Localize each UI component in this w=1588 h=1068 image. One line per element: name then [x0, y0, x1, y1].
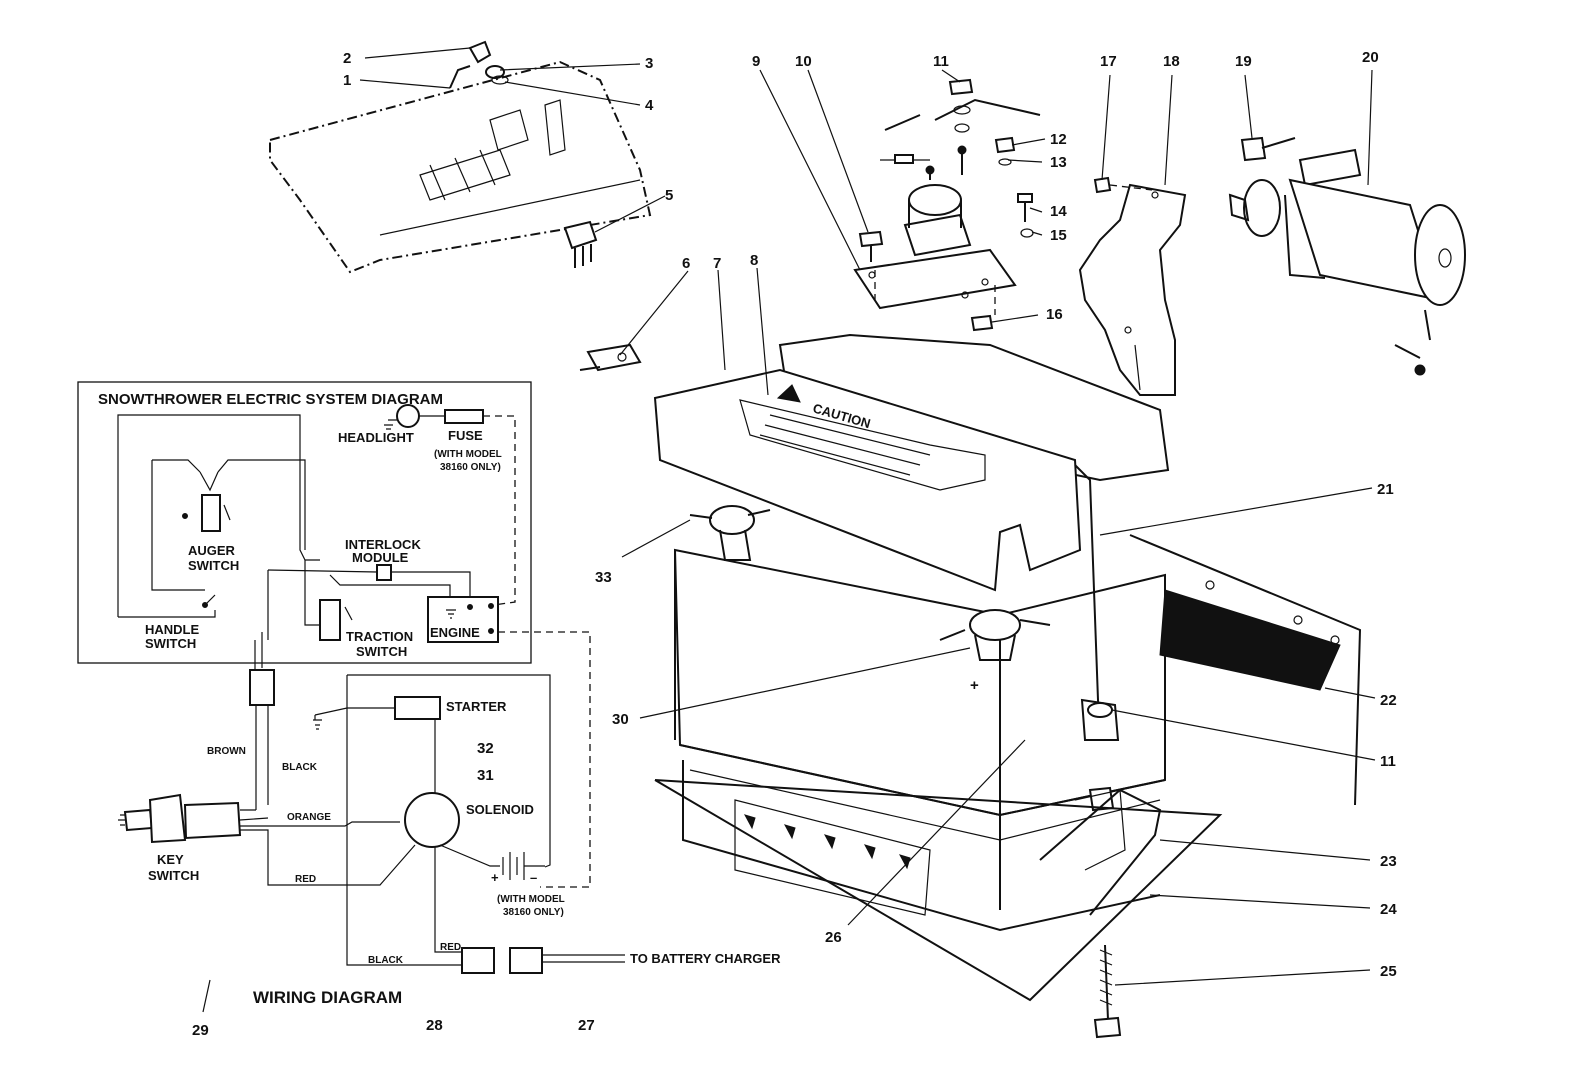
key-switch-label-2: SWITCH	[148, 868, 199, 883]
callout-15: 15	[1050, 227, 1067, 244]
callout-20: 20	[1362, 49, 1379, 66]
wire-orange-label: ORANGE	[287, 812, 331, 823]
wire-red-label-1: RED	[295, 874, 316, 885]
batt-plus-label: +	[491, 870, 499, 885]
system-diagram-title: SNOWTHROWER ELECTRIC SYSTEM DIAGRAM	[98, 391, 443, 408]
callout-23: 23	[1380, 853, 1397, 870]
handle-switch-label-2: SWITCH	[145, 636, 196, 651]
callout-28: 28	[426, 1017, 443, 1034]
batt-minus-label: –	[530, 870, 537, 885]
leader-lines	[359, 47, 1376, 986]
battery: +	[673, 464, 1166, 932]
starter-motor	[1228, 136, 1466, 376]
battery-cover: CAUTION	[653, 333, 1170, 592]
callout-32: 32	[477, 740, 494, 757]
fuse-model-note-1: (WITH MODEL	[434, 449, 502, 460]
callout-13: 13	[1050, 154, 1067, 171]
callout-6: 6	[682, 255, 690, 272]
wiring-diagram: KEY SWITCH BROWN BLACK ORANGE RED STARTE…	[118, 674, 781, 1013]
callout-33: 33	[595, 569, 612, 586]
solenoid-assembly	[853, 78, 1041, 332]
callout-2: 2	[343, 50, 351, 67]
key-switch-label-1: KEY	[157, 852, 184, 867]
callout-3: 3	[645, 55, 653, 72]
callout-22: 22	[1380, 692, 1397, 709]
handle-switch-label-1: HANDLE	[145, 622, 199, 637]
callout-8: 8	[750, 252, 758, 269]
callout-numbers: 2 1 3 4 5 6 7 8 9 10 11 12 13 14 15 16 1…	[192, 49, 1397, 1039]
clip-part	[579, 343, 642, 372]
callout-14: 14	[1050, 203, 1067, 220]
interlock-label-1: INTERLOCK	[345, 537, 421, 552]
callout-11-bottom: 11	[1380, 753, 1396, 770]
callout-1: 1	[343, 72, 351, 89]
callout-12: 12	[1050, 131, 1067, 148]
back-plate	[1129, 534, 1362, 806]
engine-label: ENGINE	[430, 625, 480, 640]
starter-label: STARTER	[446, 699, 507, 714]
mounting-bracket	[1078, 176, 1187, 396]
wiring-diagram-title: WIRING DIAGRAM	[253, 988, 402, 1007]
callout-18: 18	[1163, 53, 1180, 70]
solenoid-label: SOLENOID	[466, 802, 534, 817]
callout-27: 27	[578, 1017, 595, 1034]
callout-30: 30	[612, 711, 629, 728]
callout-10: 10	[795, 53, 812, 70]
callout-11-top: 11	[933, 53, 949, 70]
callout-17: 17	[1100, 53, 1117, 70]
callout-7: 7	[713, 255, 721, 272]
callout-19: 19	[1235, 53, 1252, 70]
callout-26: 26	[825, 929, 842, 946]
wiring-model-note-1: (WITH MODEL	[497, 894, 565, 905]
wire-red-label-2: RED	[440, 942, 461, 953]
callout-24: 24	[1380, 901, 1397, 918]
callout-25: 25	[1380, 963, 1397, 980]
fuse-model-note-2: 38160 ONLY)	[440, 462, 501, 473]
traction-switch-label-2: SWITCH	[356, 644, 407, 659]
battery-tray	[654, 779, 1223, 1039]
to-battery-charger-label: TO BATTERY CHARGER	[630, 951, 781, 966]
headlight-label: HEADLIGHT	[338, 430, 414, 445]
callout-9: 9	[752, 53, 760, 70]
electric-system-diagram: SNOWTHROWER ELECTRIC SYSTEM DIAGRAM HEAD…	[77, 381, 591, 888]
traction-switch-label-1: TRACTION	[346, 629, 413, 644]
callout-4: 4	[645, 97, 654, 114]
wire-brown-label: BROWN	[207, 746, 246, 757]
auger-switch-label-2: SWITCH	[188, 558, 239, 573]
callout-31: 31	[477, 767, 494, 784]
wire-black-label-2: BLACK	[368, 955, 404, 966]
dash-panel	[269, 40, 652, 274]
battery-plus-sign: +	[970, 677, 979, 694]
callout-29: 29	[192, 1022, 209, 1039]
interlock-label-2: MODULE	[352, 550, 409, 565]
auger-switch-label-1: AUGER	[188, 543, 236, 558]
callout-5: 5	[665, 187, 673, 204]
wiring-model-note-2: 38160 ONLY)	[503, 907, 564, 918]
fuse-label: FUSE	[448, 428, 483, 443]
wire-black-label-1: BLACK	[282, 762, 318, 773]
callout-21: 21	[1377, 481, 1394, 498]
callout-16: 16	[1046, 306, 1063, 323]
